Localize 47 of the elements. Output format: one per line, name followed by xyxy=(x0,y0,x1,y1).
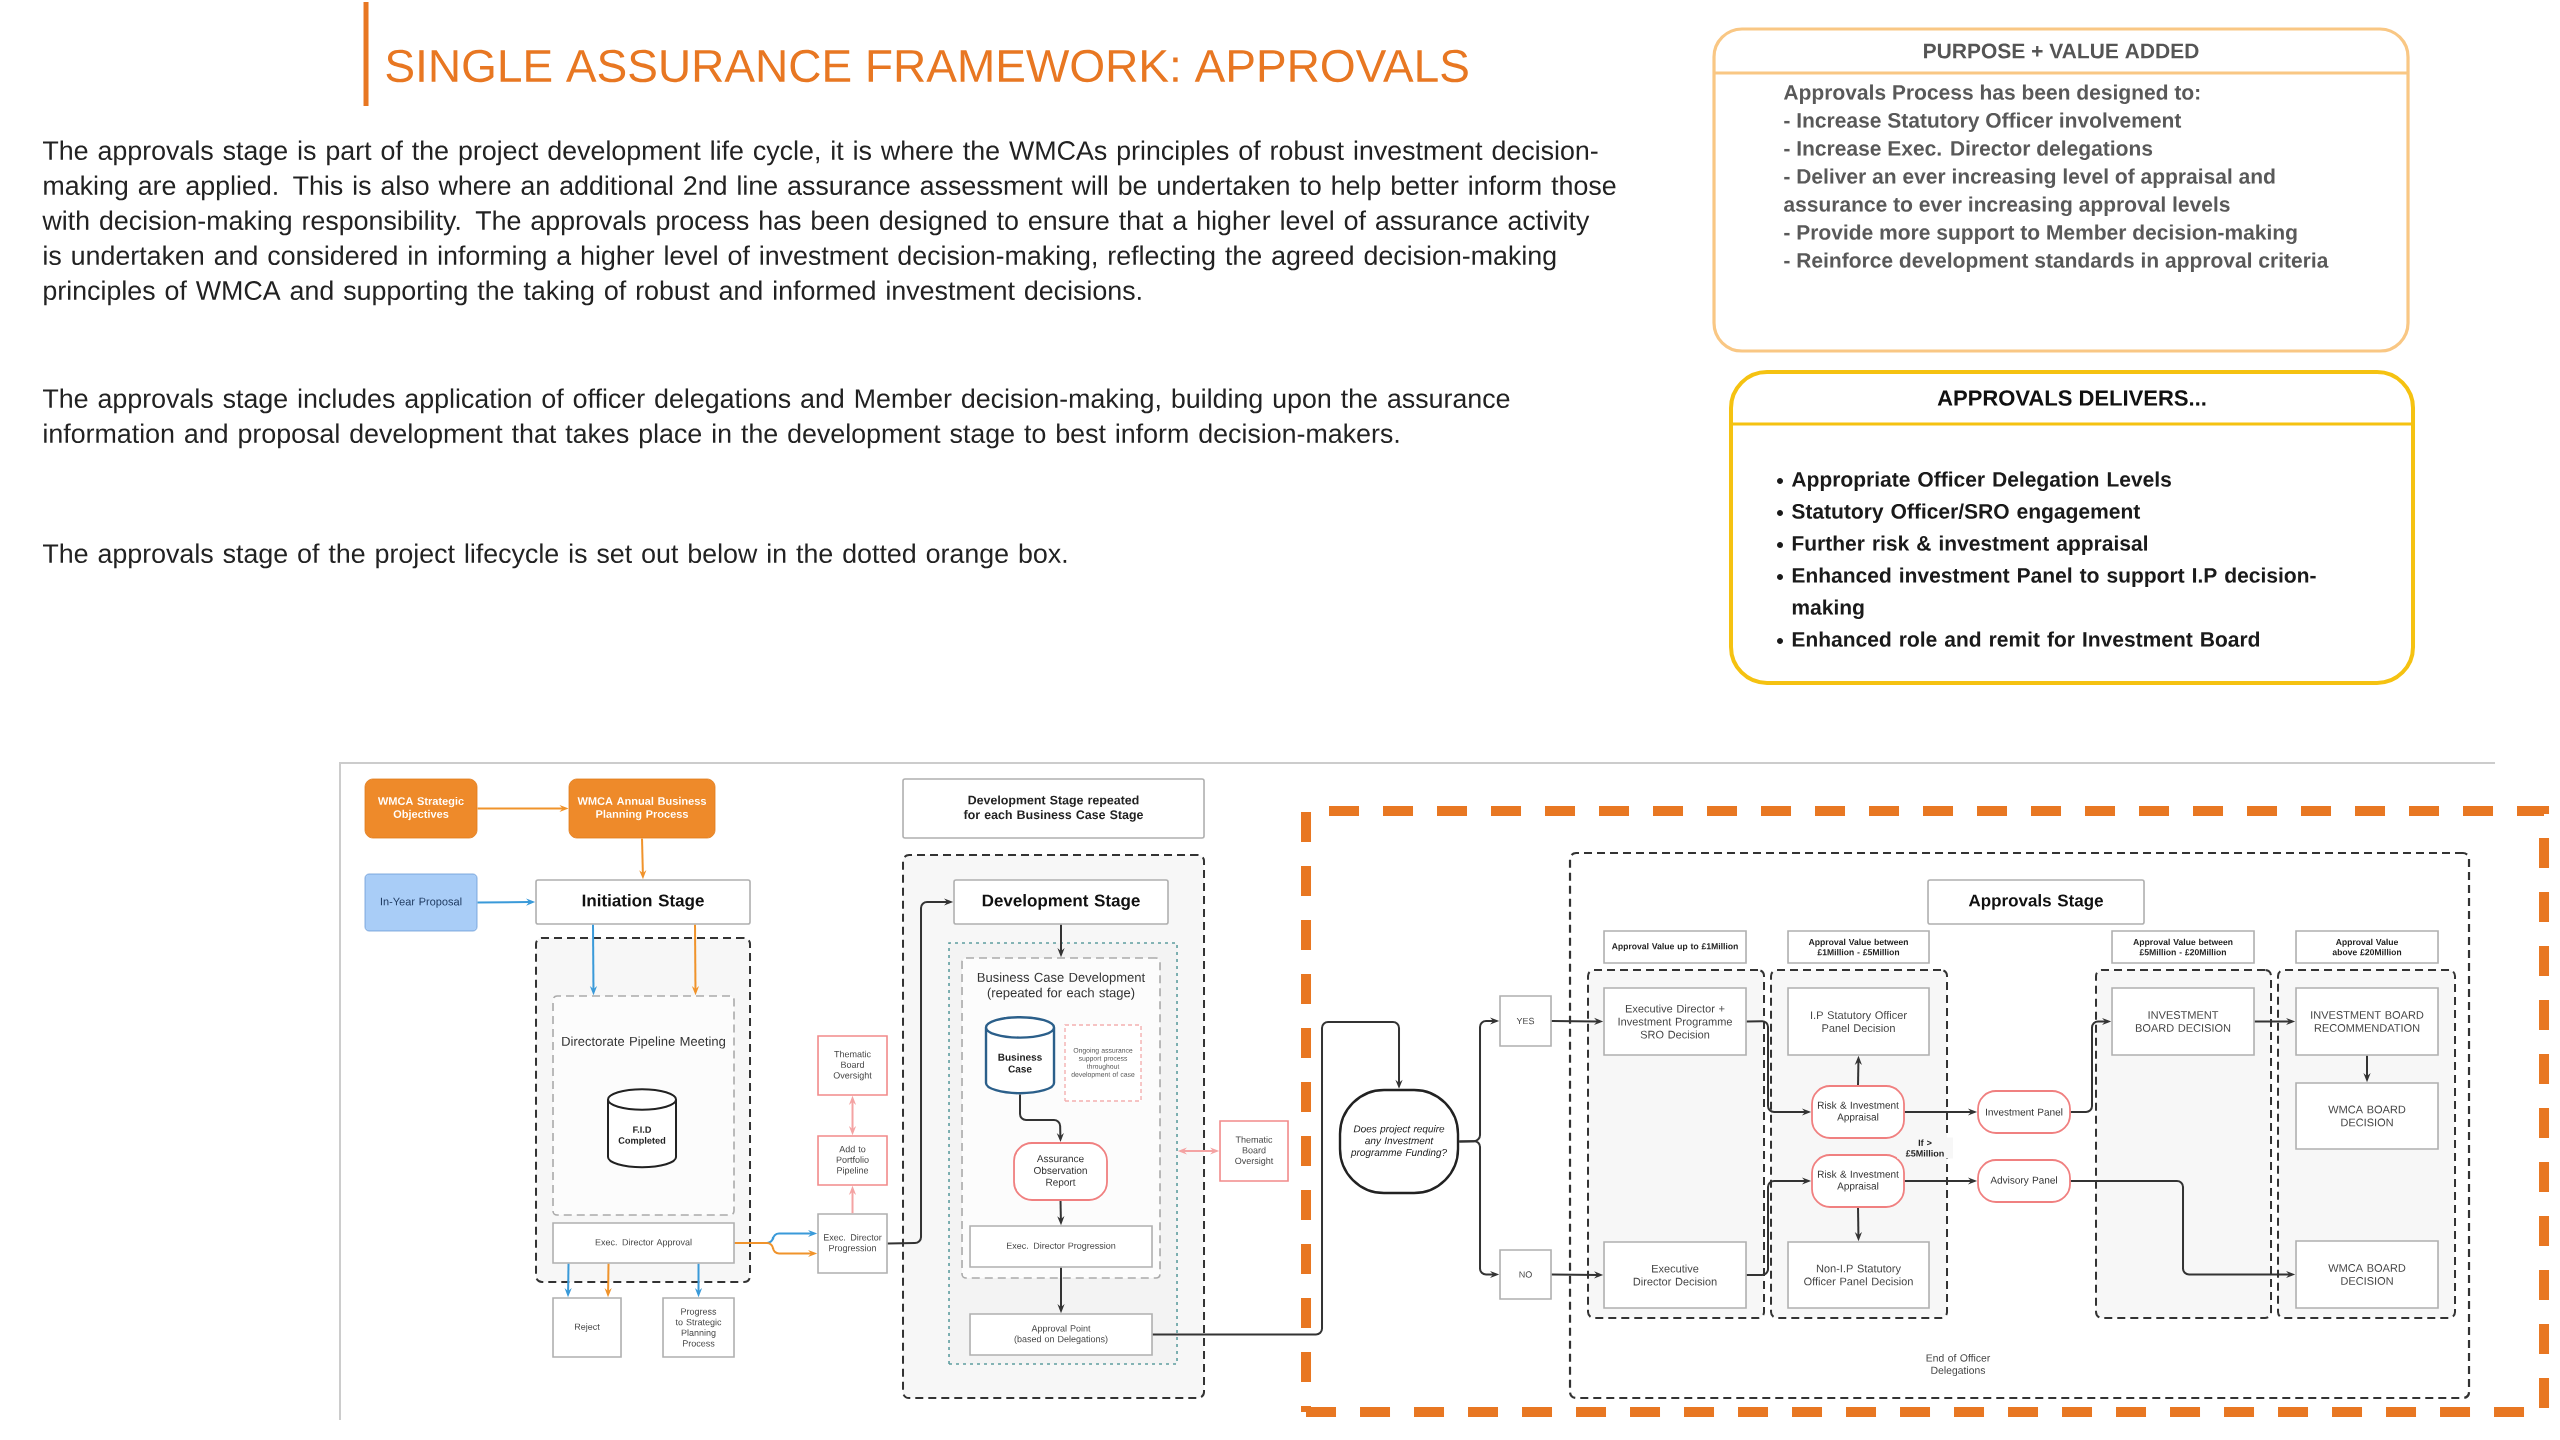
column-heading: Approval Value between £1Million - £5Million xyxy=(1787,930,1930,964)
process-box: In-Year Proposal xyxy=(364,873,478,932)
decision-box: WMCA BOARD DECISION xyxy=(2295,1082,2439,1150)
decision-box: Non-I.P Statutory Officer Panel Decision xyxy=(1787,1241,1930,1309)
rounded-box: Advisory Panel xyxy=(1977,1159,2071,1203)
process-box: Approval Point (based on Delegations) xyxy=(969,1313,1153,1356)
rounded-box: Risk & Investment Appraisal xyxy=(1811,1085,1905,1139)
database-cylinder: F.I.D Completed xyxy=(607,1088,677,1169)
process-box: Thematic Board Oversight xyxy=(817,1035,888,1096)
stage-box: Initiation Stage xyxy=(535,879,751,925)
process-box: Thematic Board Oversight xyxy=(1219,1120,1289,1182)
rounded-box: Risk & Investment Appraisal xyxy=(1811,1154,1905,1208)
paragraph: The approvals stage includes application of officer delegations and Member decision-making, building upon the assurance information and proposal development that takes place in the development stage to best inform decision-makers. xyxy=(43,388,1510,449)
process-box: Reject xyxy=(552,1297,622,1358)
column-heading: Approval Value above £20Million xyxy=(2295,930,2439,964)
process-box: NO xyxy=(1499,1249,1552,1300)
stage-box: Development Stage xyxy=(953,879,1169,925)
paragraph: The approvals stage is part of the project development life cycle, it is where the WMCAs principles of robust investment decision-making are applied. This is also where an additional 2nd line assurance assessment will be undertaken to help better inform those with decision-making responsibility. The approvals process has been designed to ensure that a higher level of assurance activity is undertaken and considered in informing a higher level of investment decision-making, reflecting the agreed decision-making principles of WMCA and supporting the taking of robust and informed investment decisions. xyxy=(42,140,1616,306)
decision-box: Executive Director + Investment Programme SRO Decision xyxy=(1603,987,1747,1056)
process-box: WMCA Annual Business Planning Process xyxy=(568,778,716,839)
decision-box: WMCA BOARD DECISION xyxy=(2295,1240,2439,1309)
highlight-frame xyxy=(1301,806,2549,1417)
process-box: Add to Portfolio Pipeline xyxy=(817,1135,888,1186)
condition-label: If > £5Million xyxy=(1897,1137,1953,1159)
heading-box: Development Stage repeated for each Business Case Stage xyxy=(902,778,1205,839)
info-card: PURPOSE + VALUE ADDED Approvals Process has been designed to: - Increase Statutory Officer involvement - Increase Exec. Director delegations - Deliver an ever increasing level of appraisal and assurance to ever increasing approval levels - Provide more support to Member decision-making - Reinforce development standards in approval criteria xyxy=(1712,27,2410,353)
stage-box: Approvals Stage xyxy=(1927,879,2145,925)
note-label: End of Officer Delegations xyxy=(1926,1354,1991,1376)
arrow xyxy=(1151,1021,1403,1336)
process-box: Exec. Director Progression xyxy=(969,1225,1153,1268)
info-card: APPROVALS DELIVERS... Appropriate Officer Delegation Levels Statutory Officer/SRO engagement Further risk & investment appraisal Enhanced investment Panel to support I.P decision-making Enhanced role and remit for Investment Board xyxy=(1729,370,2415,685)
process-box: YES xyxy=(1499,995,1552,1047)
title: SINGLE ASSURANCE FRAMEWORK: APPROVALS xyxy=(386,49,1468,83)
process-box: WMCA Strategic Objectives xyxy=(364,778,478,839)
column-heading: Approval Value up to £1Million xyxy=(1603,930,1747,964)
database-cylinder: Business Case xyxy=(984,1016,1056,1095)
decision-box: INVESTMENT BOARD RECOMMENDATION xyxy=(2295,987,2439,1056)
rounded-box: Assurance Observation Report xyxy=(1013,1142,1108,1201)
paragraph: The approvals stage of the project lifecycle is set out below in the dotted orange box. xyxy=(43,543,1067,569)
process-box: Exec. Director Progression xyxy=(817,1213,888,1274)
decision-box: I.P Statutory Officer Panel Decision xyxy=(1787,987,1930,1056)
decision-box: Executive Director Decision xyxy=(1603,1241,1747,1309)
column-heading: Approval Value between £5Million - £20Million xyxy=(2111,930,2255,964)
decision-box: INVESTMENT BOARD DECISION xyxy=(2111,987,2255,1056)
process-box: Exec. Director Approval xyxy=(552,1222,735,1264)
rounded-box: Investment Panel xyxy=(1977,1090,2071,1134)
process-box: Progress to Strategic Planning Process xyxy=(662,1297,735,1358)
